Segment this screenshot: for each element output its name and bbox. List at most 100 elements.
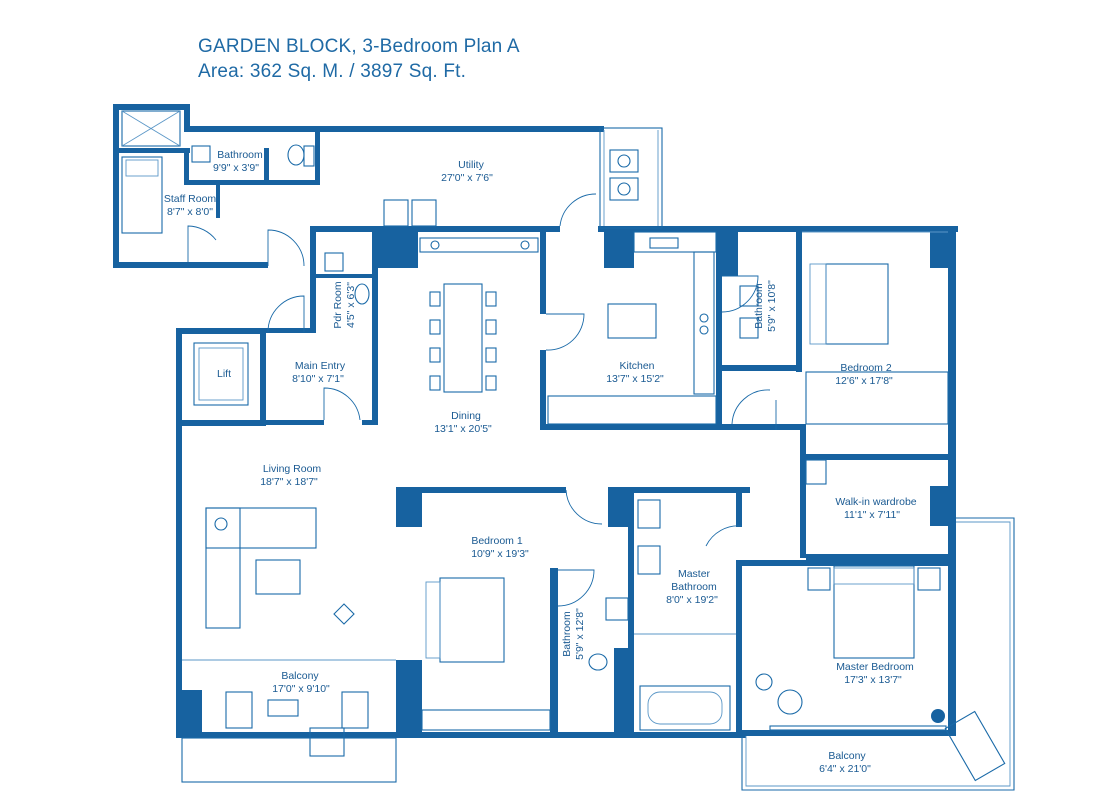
main-entry-size: 8'10" x 7'1" <box>292 373 344 385</box>
wall <box>216 184 220 218</box>
main-entry-label: Main Entry <box>295 360 346 372</box>
wall <box>550 568 558 738</box>
bathroom-1-size: 5'9" x 12'8" <box>574 608 586 660</box>
wall <box>800 424 806 558</box>
wall <box>262 420 324 425</box>
bath1-toilet <box>588 653 608 671</box>
plant <box>333 603 355 625</box>
wall <box>176 328 182 738</box>
bedroom-2-size: 12'6" x 17'8" <box>835 375 893 387</box>
lamp <box>430 240 440 250</box>
mbath-basin-2 <box>637 545 661 575</box>
door-swing <box>705 525 743 547</box>
pdr-room-label: Pdr Room <box>332 281 344 329</box>
wall <box>930 486 954 526</box>
bedroom1-wardrobe <box>421 709 551 731</box>
wall <box>113 148 190 153</box>
wall <box>716 226 722 430</box>
living-room-label: Living Room <box>263 463 322 475</box>
walls <box>113 104 958 738</box>
wall <box>628 487 634 737</box>
room-labels: Bathroom 9'9" x 3'9" Staff Room 8'7" x 8… <box>164 149 917 775</box>
dining-size: 13'1" x 20'5" <box>434 423 492 435</box>
master-bed-pillows <box>833 567 915 585</box>
lift-car <box>198 347 244 401</box>
door-swing <box>267 295 305 333</box>
staff-room-size: 8'7" x 8'0" <box>167 206 213 218</box>
staff-room-label: Staff Room <box>164 193 217 205</box>
wall <box>604 226 634 268</box>
walk-in-wardrobe-label: Walk-in wardrobe <box>835 496 916 508</box>
master-desk <box>769 725 947 731</box>
plan-area: Area: 362 Sq. M. / 3897 Sq. Ft. <box>198 61 467 82</box>
balcony-master-label: Balcony <box>828 750 866 762</box>
wall <box>742 560 954 566</box>
staff-bed <box>121 156 163 234</box>
balcony-living-label: Balcony <box>281 670 319 682</box>
master-bedroom-size: 17'3" x 13'7" <box>844 674 902 686</box>
wall <box>113 104 119 268</box>
wall <box>176 328 266 334</box>
wall <box>736 487 742 527</box>
wall <box>806 554 954 560</box>
shower-drain <box>121 110 181 147</box>
pillow <box>125 159 159 177</box>
pdr-toilet <box>354 283 370 305</box>
wall <box>176 690 202 738</box>
wall <box>362 420 378 425</box>
plant-pot <box>931 709 945 723</box>
washer <box>383 199 409 227</box>
wall <box>396 487 422 527</box>
nightstand <box>917 567 941 591</box>
kitchen-bottom-counter <box>547 395 717 425</box>
bathtub <box>639 685 731 731</box>
wall <box>540 350 546 430</box>
wall <box>614 648 634 738</box>
wall <box>260 328 266 420</box>
cistern <box>303 145 315 167</box>
wash-basin <box>191 145 211 163</box>
wall <box>310 226 316 332</box>
hob <box>699 325 709 335</box>
plan-title: GARDEN BLOCK, 3-Bedroom Plan A <box>198 36 520 57</box>
wall <box>736 560 742 738</box>
wall <box>742 730 956 736</box>
balcony-chair <box>225 691 253 729</box>
lamp <box>520 240 530 250</box>
dryer <box>411 199 437 227</box>
wall <box>184 104 190 132</box>
wall <box>266 328 316 333</box>
door-swing <box>721 275 759 313</box>
master-balcony-rail-inner <box>745 521 1011 787</box>
bed-1-pillows <box>425 581 441 659</box>
door-swing <box>187 225 217 262</box>
pdr-basin <box>324 252 344 272</box>
door-swing <box>731 389 771 425</box>
fixtures <box>121 110 1015 791</box>
wall <box>372 232 378 424</box>
coffee-table <box>255 559 301 595</box>
bay-lines <box>603 130 659 226</box>
bathroom-staff-size: 9'9" x 3'9" <box>213 162 259 174</box>
balcony-rail <box>181 737 397 783</box>
master-bedroom-label: Master Bedroom <box>836 661 914 673</box>
door-swing <box>559 193 597 227</box>
wall <box>806 454 954 460</box>
bathtub-inner <box>647 691 723 725</box>
kitchen-counter <box>633 231 717 253</box>
wall <box>608 487 750 493</box>
pdr-room-size: 4'5" x 6'3" <box>345 282 357 328</box>
wall <box>182 420 266 426</box>
wall <box>315 130 320 184</box>
wall <box>540 226 546 314</box>
bath1-basin <box>605 597 629 621</box>
wall <box>113 262 268 268</box>
door-swing <box>565 489 603 525</box>
balcony-living-size: 17'0" x 9'10" <box>272 683 330 695</box>
wall <box>796 226 802 372</box>
sideboard <box>419 237 539 253</box>
bathroom-2-label: Bathroom <box>753 283 765 329</box>
wardrobe-unit <box>805 459 827 485</box>
wall <box>184 148 189 184</box>
walk-in-wardrobe-size: 11'1" x 7'11" <box>844 509 900 521</box>
